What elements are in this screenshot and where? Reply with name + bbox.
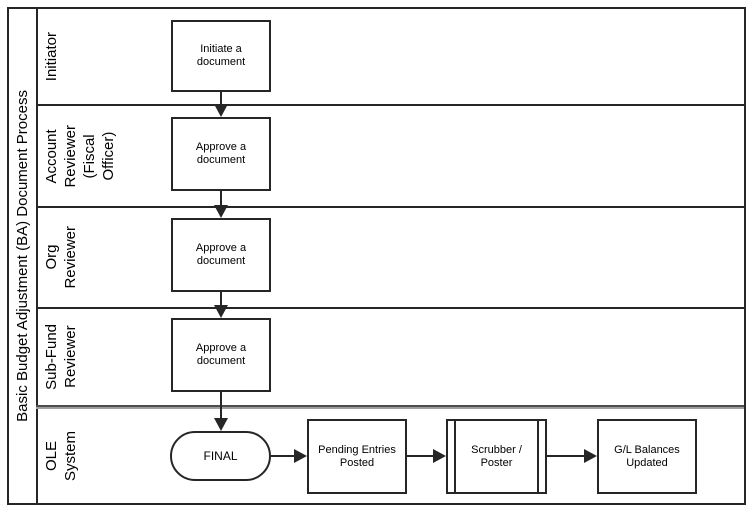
node-text-line: Approve a bbox=[195, 342, 247, 354]
node-text-line: Approve a bbox=[195, 242, 247, 254]
node-text-line: document bbox=[196, 154, 246, 166]
arrowhead-down-icon bbox=[214, 418, 228, 431]
title-column-divider bbox=[36, 9, 38, 503]
arrow-account-to-org bbox=[220, 191, 222, 207]
node-text-line: Poster bbox=[480, 456, 513, 469]
lane-label-line: Sub-Fund bbox=[43, 324, 60, 390]
lane-label-initiator: Initiator bbox=[42, 9, 130, 104]
arrowhead-right-icon bbox=[433, 449, 446, 463]
arrowhead-right-icon bbox=[294, 449, 307, 463]
diagram-title: Basic Budget Adjustment (BA) Document Pr… bbox=[14, 90, 31, 422]
lane-divider-3 bbox=[36, 307, 744, 309]
predefined-process-right-bar bbox=[537, 421, 539, 492]
lane-label-line: Account bbox=[43, 128, 60, 184]
lane-label-line: System bbox=[62, 430, 79, 481]
node-approve-sub-fund-reviewer: Approve a document bbox=[171, 318, 271, 392]
node-text-line: Posted bbox=[339, 456, 375, 469]
arrow-org-to-subfund bbox=[220, 292, 222, 307]
lane-label-line: Officer) bbox=[100, 131, 117, 181]
arrowhead-down-icon bbox=[214, 205, 228, 218]
arrowhead-down-icon bbox=[214, 305, 228, 318]
diagram-title-cell: Basic Budget Adjustment (BA) Document Pr… bbox=[9, 9, 36, 503]
lane-label-line: Reviewer bbox=[62, 226, 79, 289]
node-pending-entries-posted: Pending Entries Posted bbox=[307, 419, 407, 494]
node-text-line: Pending Entries bbox=[318, 443, 396, 456]
lane-divider-1 bbox=[36, 104, 744, 106]
node-gl-balances-updated: G/L Balances Updated bbox=[597, 419, 697, 494]
node-text-line: Initiate a bbox=[200, 43, 242, 55]
predefined-process-left-bar bbox=[454, 421, 456, 492]
node-scrubber-poster: Scrubber / Poster bbox=[446, 419, 547, 494]
node-text-line: document bbox=[196, 56, 246, 68]
arrowhead-right-icon bbox=[584, 449, 597, 463]
lane-label-line: Reviewer bbox=[62, 124, 79, 188]
node-text-line: Updated bbox=[626, 456, 668, 469]
node-initiate-a-document: Initiate a document bbox=[171, 20, 271, 92]
arrow-subfund-to-final bbox=[220, 392, 222, 420]
arrow-final-to-pending bbox=[271, 455, 296, 457]
node-text-line: FINAL bbox=[203, 448, 238, 463]
lane-divider-4-system-boundary bbox=[36, 405, 744, 409]
lane-label-org-reviewer: Org Reviewer bbox=[42, 208, 130, 307]
arrow-pending-to-scrubber bbox=[407, 455, 435, 457]
lane-label-account-reviewer: Account Reviewer (Fiscal Officer) bbox=[42, 106, 130, 206]
node-text-line: Scrubber / bbox=[471, 443, 522, 456]
node-approve-account-reviewer: Approve a document bbox=[171, 117, 271, 191]
lane-label-ole-system: OLE System bbox=[42, 409, 130, 503]
node-text-line: Approve a bbox=[195, 141, 247, 153]
node-text-line: document bbox=[196, 355, 246, 367]
lane-label-line: Reviewer bbox=[62, 325, 79, 389]
lane-divider-2 bbox=[36, 206, 744, 208]
lane-label-line: Initiator bbox=[43, 31, 60, 82]
arrow-initiate-to-account bbox=[220, 92, 222, 106]
lane-label-sub-fund-reviewer: Sub-Fund Reviewer bbox=[42, 309, 130, 405]
node-approve-org-reviewer: Approve a document bbox=[171, 218, 271, 292]
node-text-line: document bbox=[196, 255, 246, 267]
node-text-line: G/L Balances bbox=[614, 443, 680, 456]
lane-label-line: (Fiscal bbox=[81, 133, 98, 179]
arrowhead-down-icon bbox=[214, 104, 228, 117]
lane-label-line: OLE bbox=[43, 440, 60, 471]
node-final-terminator: FINAL bbox=[170, 431, 271, 481]
lane-label-line: Org bbox=[43, 245, 60, 271]
arrow-scrubber-to-gl bbox=[547, 455, 586, 457]
